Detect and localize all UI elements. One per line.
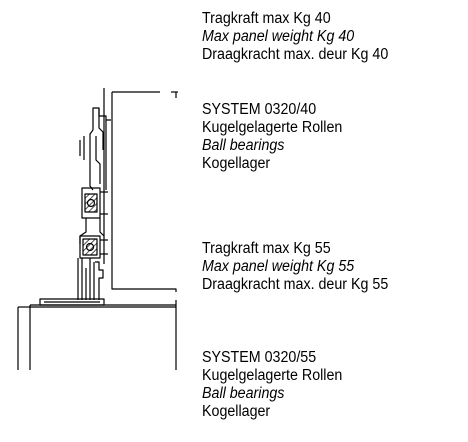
bearing-nl-55: Kogellager [202, 403, 271, 420]
system-title-40: SYSTEM 0320/40 [202, 101, 317, 118]
bearing-en-55: Ball bearings [202, 385, 285, 402]
lower-roller-bearing [79, 235, 108, 259]
load-capacity-en-40: Max panel weight Kg 40 [202, 28, 355, 45]
load-capacity-nl-40: Draagkracht max. deur Kg 40 [202, 46, 389, 63]
load-capacity-55-block: Tragkraft max Kg 55 Max panel weight Kg … [202, 240, 388, 294]
support-stem [77, 258, 104, 300]
sliding-door-cross-section-drawing [17, 88, 178, 370]
load-capacity-40-block: Tragkraft max Kg 40 Max panel weight Kg … [202, 10, 388, 64]
floor-base-block [17, 300, 177, 370]
system-0320-55-block: SYSTEM 0320/55 Kugelgelagerte Rollen Bal… [202, 349, 342, 421]
load-capacity-en-55: Max panel weight Kg 55 [202, 258, 355, 275]
system-title-55: SYSTEM 0320/55 [202, 349, 317, 366]
door-panel [111, 91, 178, 292]
system-0320-40-block: SYSTEM 0320/40 Kugelgelagerte Rollen Bal… [202, 101, 342, 173]
load-capacity-nl-55: Draagkracht max. deur Kg 55 [202, 276, 389, 293]
bearing-en-40: Ball bearings [202, 137, 285, 154]
upper-roller-bearing [81, 187, 108, 219]
load-capacity-de-40: Tragkraft max Kg 40 [202, 10, 331, 27]
bearing-de-55: Kugelgelagerte Rollen [202, 367, 343, 384]
track-profile-upper [79, 107, 111, 191]
bearing-de-40: Kugelgelagerte Rollen [202, 119, 343, 136]
bearing-nl-40: Kogellager [202, 155, 271, 172]
load-capacity-de-55: Tragkraft max Kg 55 [202, 240, 331, 257]
